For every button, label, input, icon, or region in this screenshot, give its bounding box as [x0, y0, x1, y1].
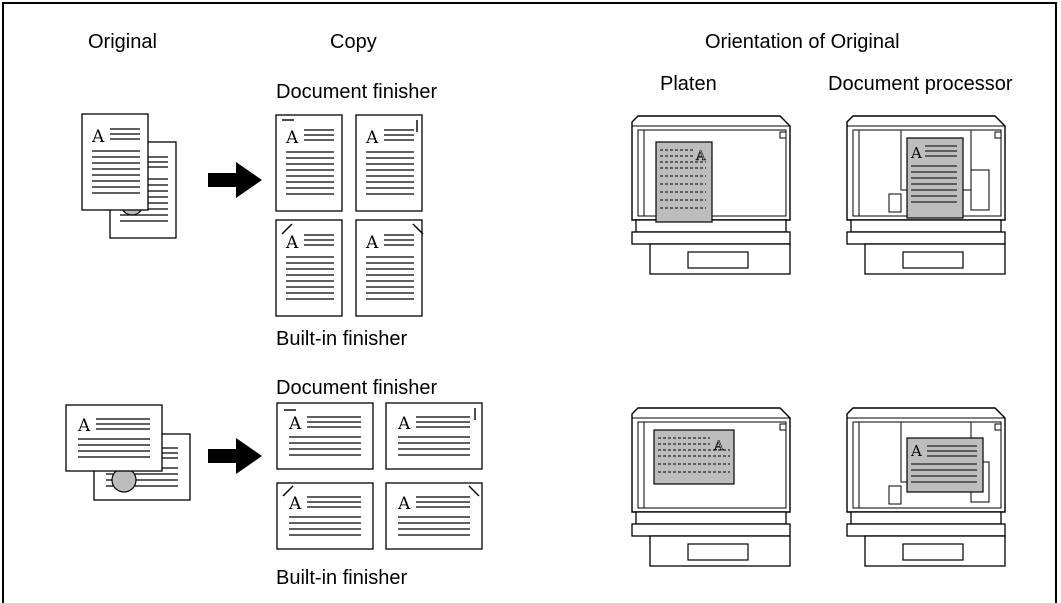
staple-mark-icon [468, 485, 480, 497]
copy-page-icon [385, 402, 483, 470]
copy-page-icon [275, 114, 343, 212]
arrow-right-icon [208, 162, 262, 198]
row1-document-finisher-label: Document finisher [276, 81, 438, 103]
row2-document-finisher-label: Document finisher [276, 377, 438, 399]
copy-page-icon [276, 402, 374, 470]
heading-copy: Copy [330, 31, 377, 53]
heading-original: Original [88, 31, 157, 53]
copy-page-icon [355, 219, 424, 317]
copier-icon: A [846, 115, 1006, 275]
copier-icon: A [631, 115, 791, 275]
staple-mark-icon [281, 223, 293, 235]
row1-built-in-finisher-label: Built-in finisher [276, 328, 408, 350]
svg-text:A: A [695, 149, 706, 164]
heading-platen: Platen [660, 73, 717, 95]
copier-icon: A [846, 407, 1006, 567]
heading-document-processor: Document processor [828, 73, 1013, 95]
row2-built-in-finisher-label: Built-in finisher [276, 567, 408, 589]
copy-page-icon [275, 219, 343, 317]
copy-page-icon [276, 482, 374, 550]
copier-icon: A [631, 407, 791, 567]
arrow-right-icon [208, 438, 262, 474]
svg-text:A: A [713, 439, 724, 454]
original-pages-icon [81, 113, 177, 239]
copy-page-icon [355, 114, 423, 212]
original-pages-icon [65, 404, 191, 501]
copy-page-icon [385, 482, 483, 550]
staple-mark-icon [412, 223, 424, 235]
svg-text:A: A [910, 442, 922, 460]
staple-mark-icon [282, 485, 294, 497]
heading-orientation: Orientation of Original [705, 31, 900, 53]
svg-text:A: A [910, 144, 922, 162]
